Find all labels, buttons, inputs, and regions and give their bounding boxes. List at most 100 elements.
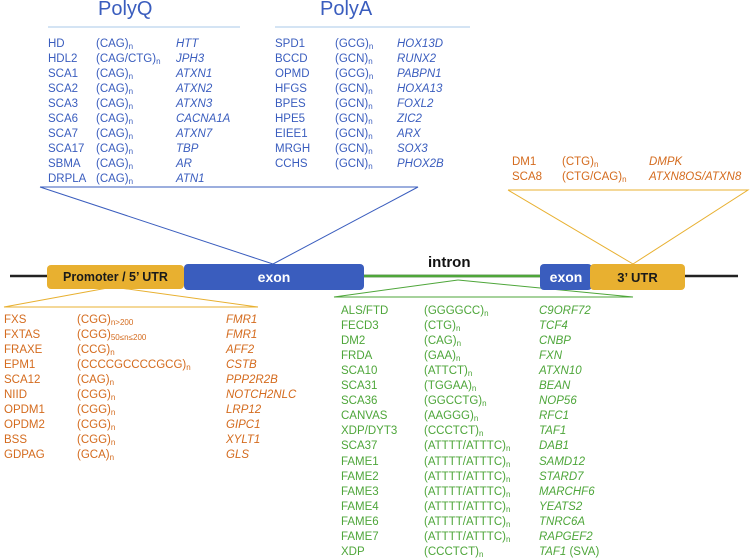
disease-name: SCA7 (48, 128, 79, 141)
repeat-unit: (ATTTT/ATTTC) (424, 485, 506, 498)
gene-cell: TAF1 (539, 424, 566, 439)
gene-cell: STARD7 (539, 470, 584, 485)
repeat-count: n (186, 363, 191, 373)
disease-name: ALS/FTD (341, 305, 389, 317)
gene-name: STARD7 (539, 470, 584, 483)
repeat-count: n (128, 177, 134, 187)
repeat-count: n (128, 132, 134, 142)
repeat-count: n (505, 534, 511, 544)
gene-name: NOP56 (539, 395, 577, 408)
polyq-title: PolyQ (98, 0, 153, 20)
repeat-count: n (368, 72, 374, 82)
repeat-unit: (CAG) (96, 113, 129, 126)
repeat-count: n (368, 102, 373, 112)
intron-bracket (333, 279, 633, 298)
gene-cell: PPP2R2B (226, 373, 278, 388)
disease-name: SCA37 (341, 440, 378, 453)
gene-cell: HTT (176, 37, 198, 52)
gene-cell: MARCHF6 (539, 485, 595, 500)
gene-name: RUNX2 (397, 53, 436, 66)
repeat-count: n (482, 399, 487, 409)
repeat-motif: (CGG)n (77, 418, 115, 433)
repeat-unit: (CAG) (96, 158, 129, 171)
disease-name: FXS (4, 314, 27, 326)
repeat-motif: (CCCTCT)n (424, 545, 483, 560)
disease-name: EIEE1 (275, 128, 308, 141)
repeat-unit: (CGG) (77, 404, 111, 417)
gene-cell: ATXN3 (176, 97, 212, 112)
repeat-unit: (CAG) (96, 128, 129, 141)
gene-name: ATN1 (176, 173, 205, 186)
disease-name: SPD1 (275, 38, 306, 50)
repeat-motif: (CAG)n (96, 67, 133, 82)
repeat-unit: (ATTTT/ATTTC) (424, 500, 506, 513)
repeat-count: n (455, 354, 461, 364)
repeat-motif: (CGG)n (77, 403, 115, 418)
repeat-count: n (368, 87, 373, 97)
repeat-unit: (CTG) (424, 320, 456, 333)
disease-name: SCA17 (48, 143, 85, 156)
polya-title: PolyA (320, 0, 373, 20)
gene-name: ATXN3 (176, 98, 213, 111)
gene-name: C9ORF72 (539, 305, 591, 317)
gene-name: TAF1 (539, 425, 567, 438)
gene-cell: FMR1 (226, 313, 257, 328)
repeat-count: n (110, 408, 116, 418)
repeat-count: n (368, 147, 373, 157)
disease-name: HDL2 (48, 53, 78, 66)
disease-name: DM1 (512, 156, 537, 168)
gene-cell: YEATS2 (539, 500, 582, 515)
gene-name: MARCHF6 (539, 485, 595, 498)
gene-name: TAF1 (539, 545, 567, 558)
repeat-unit: (CCCCGCCCCGCG) (77, 359, 187, 372)
gene-cell: LRP12 (226, 403, 261, 418)
repeat-unit: (GCN) (335, 98, 369, 111)
repeat-motif: (GCN)n (335, 127, 373, 142)
repeat-count: n (505, 444, 511, 454)
repeat-count: n (455, 324, 461, 334)
disease-name: SCA12 (4, 374, 41, 387)
repeat-motif: (CAG)n (96, 142, 133, 157)
disease-name: HPE5 (275, 113, 306, 126)
repeat-motif: (CGG)n (77, 433, 115, 448)
repeat-count: n (505, 519, 511, 529)
repeat-motif: (ATTTT/ATTTC)n (424, 500, 510, 515)
gene-name: LRP12 (226, 404, 262, 417)
gene-cell: GLS (226, 448, 249, 463)
repeat-unit: (GCN) (335, 53, 369, 66)
repeat-unit: (CAG) (77, 374, 110, 387)
gene-name: DAB1 (539, 440, 570, 453)
gene-cell: ATXN7 (176, 127, 212, 142)
coding-bracket-left (39, 186, 274, 265)
disease-name: BSS (4, 434, 28, 447)
disease-name: FXTAS (4, 329, 41, 342)
disease-name: SCA6 (48, 113, 79, 126)
gene-cell: HOXA13 (397, 82, 442, 97)
repeat-unit: (GCA) (77, 449, 110, 462)
repeat-unit: (CCG) (77, 344, 111, 357)
disease-name: SCA2 (48, 83, 79, 96)
disease-name: FAME3 (341, 485, 379, 498)
promoter-utr5-box: Promoter / 5’ UTR (47, 265, 184, 289)
repeat-count: n (456, 339, 462, 349)
repeat-count: n (484, 309, 489, 318)
repeat-count: n (505, 459, 511, 469)
repeat-count: n (368, 162, 373, 172)
gene-cell: ATXN8OS/ATXN8 (649, 170, 741, 185)
gene-cell: DMPK (649, 155, 682, 170)
repeat-unit: (CGG) (77, 329, 111, 342)
repeat-count: n (368, 117, 373, 127)
repeat-unit: (CAG) (96, 68, 129, 81)
repeat-motif: (CGG)n>200 (77, 313, 133, 328)
gene-name: ATXN10 (539, 365, 582, 378)
repeat-count: n (593, 160, 599, 169)
gene-cell: TNRC6A (539, 515, 585, 530)
exon2-box: exon (540, 264, 592, 290)
gene-name: SAMD12 (539, 455, 586, 468)
repeat-motif: (GCN)n (335, 112, 373, 127)
gene-name: ATXN1 (176, 68, 213, 81)
exon1-box: exon (184, 264, 364, 290)
disease-name: MRGH (275, 143, 311, 156)
disease-name: BCCD (275, 53, 308, 66)
gene-name: NOTCH2NLC (226, 389, 297, 402)
